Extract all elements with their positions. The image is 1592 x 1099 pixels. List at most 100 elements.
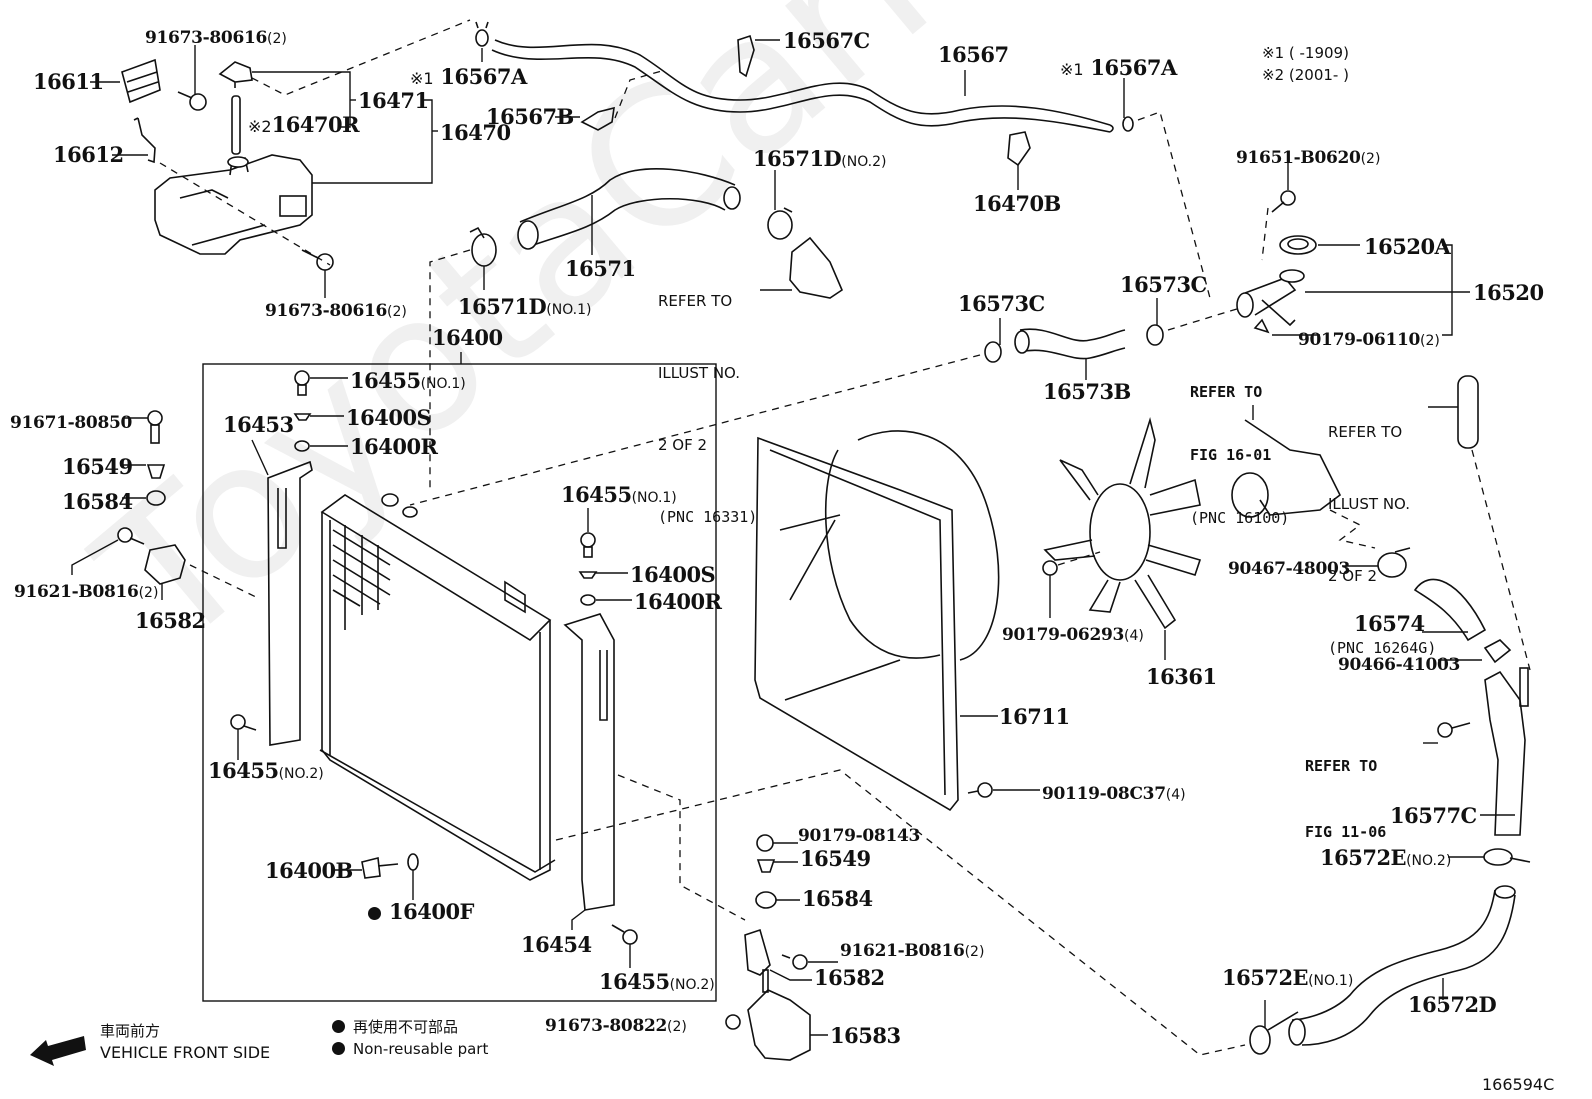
label-91651-B0620[interactable]: 91651-B0620(2) xyxy=(1236,148,1381,168)
bolt-16455-no1-mid xyxy=(580,532,596,558)
non-reusable-dot-icon xyxy=(332,1020,345,1033)
label-16454[interactable]: 16454 xyxy=(521,932,592,957)
clamp-16571D-no2 xyxy=(767,207,793,240)
nut-90179-08143 xyxy=(756,834,774,852)
label-16573C-left[interactable]: 16573C xyxy=(958,291,1045,316)
label-16567A-right[interactable]: ※1 16567A xyxy=(1060,55,1177,80)
label-90467-48003[interactable]: 90467-48003 xyxy=(1228,559,1351,579)
label-16611[interactable]: 16611 xyxy=(33,69,104,94)
bolt-16455-no2-left xyxy=(230,714,257,731)
fan-16361-drawing xyxy=(1043,417,1202,630)
o-ring-16400F xyxy=(407,853,419,871)
label-16567B[interactable]: 16567B xyxy=(486,104,574,129)
label-16400S-top[interactable]: 16400S xyxy=(346,405,432,430)
label-16549-right[interactable]: 16549 xyxy=(800,846,871,871)
collar-16549-left xyxy=(146,464,166,479)
bolt-fig1106 xyxy=(1437,722,1471,738)
pipe-16470R-drawing xyxy=(231,95,241,155)
cap-16471-drawing xyxy=(218,61,253,88)
radiator-assembly-frame xyxy=(202,363,717,1002)
clip-16567B xyxy=(580,106,615,131)
label-90466-41003[interactable]: 90466-41003 xyxy=(1338,655,1461,675)
label-16549-left[interactable]: 16549 xyxy=(62,454,133,479)
label-16400R-top[interactable]: 16400R xyxy=(350,434,438,459)
label-16471[interactable]: 16471 xyxy=(358,88,429,113)
label-91673-80616-bottom[interactable]: 91673-80616(2) xyxy=(265,301,407,321)
label-16573B[interactable]: 16573B xyxy=(1043,379,1131,404)
thermostat-housing-ref xyxy=(789,236,843,299)
label-90179-08143[interactable]: 90179-08143 xyxy=(798,826,921,846)
ref-thermostat-illust[interactable]: REFER TO ILLUST NO. 2 OF 2 (PNC 16331) xyxy=(658,292,758,526)
mount-16583-drawing xyxy=(747,969,811,1061)
clamp-16573C-left xyxy=(984,341,1002,363)
label-16574[interactable]: 16574 xyxy=(1354,611,1425,636)
hose-16573B-drawing xyxy=(1014,328,1126,360)
label-16520A[interactable]: 16520A xyxy=(1364,234,1451,259)
label-16567A-left[interactable]: ※1 16567A xyxy=(410,64,527,89)
gasket-16520A xyxy=(1279,235,1317,255)
label-16612[interactable]: 16612 xyxy=(53,142,124,167)
clamp-16572E-no2 xyxy=(1483,848,1531,866)
label-16584-left[interactable]: 16584 xyxy=(62,489,133,514)
hose-16572D-drawing xyxy=(1288,885,1516,1046)
label-91621-B0816-left[interactable]: 91621-B0816(2) xyxy=(14,582,159,602)
label-16400S-mid[interactable]: 16400S xyxy=(630,562,716,587)
label-16572E-no2[interactable]: 16572E(NO.2) xyxy=(1320,845,1452,870)
label-91671-80850[interactable]: 91671-80850 xyxy=(10,413,133,433)
label-16571[interactable]: 16571 xyxy=(565,256,636,281)
label-16582-left[interactable]: 16582 xyxy=(135,608,206,633)
bracket-16612-drawing xyxy=(133,117,156,164)
label-16582-right[interactable]: 16582 xyxy=(814,965,885,990)
hose-16571-drawing xyxy=(517,168,741,250)
label-91621-B0816-right[interactable]: 91621-B0816(2) xyxy=(840,941,985,961)
clip-90179-06110 xyxy=(1253,318,1270,334)
label-16584-right[interactable]: 16584 xyxy=(802,886,873,911)
bolt-91621-B0816-left xyxy=(117,527,145,545)
label-16400R-mid[interactable]: 16400R xyxy=(634,589,722,614)
label-16400B[interactable]: 16400B xyxy=(265,858,353,883)
label-16520[interactable]: 16520 xyxy=(1473,280,1544,305)
ref-illust-16264g[interactable]: REFER TO ILLUST NO. 2 OF 2 (PNC 16264G) xyxy=(1328,423,1437,657)
label-16572D[interactable]: 16572D xyxy=(1408,992,1497,1017)
label-16453[interactable]: 16453 xyxy=(223,412,294,437)
support-16453-drawing xyxy=(267,460,313,746)
label-16455-no1-mid[interactable]: 16455(NO.1) xyxy=(561,482,677,507)
label-16573C-right[interactable]: 16573C xyxy=(1120,272,1207,297)
collar-16549-right xyxy=(756,859,776,873)
label-16400[interactable]: 16400 xyxy=(432,325,503,350)
bracket-16611-drawing xyxy=(121,58,161,104)
figure-id: 166594C xyxy=(1482,1075,1555,1094)
label-91673-80822[interactable]: 91673-80822(2) xyxy=(545,1016,687,1036)
bolt-91621-B0816-right xyxy=(781,954,808,970)
label-90119-08C37[interactable]: 90119-08C37(4) xyxy=(1042,784,1186,804)
label-16577C[interactable]: 16577C xyxy=(1390,803,1477,828)
label-16567[interactable]: 16567 xyxy=(938,42,1009,67)
hose-16264G-ref xyxy=(1457,375,1479,449)
label-16455-no1-top[interactable]: 16455(NO.1) xyxy=(350,368,466,393)
label-16571D-no2[interactable]: 16571D(NO.2) xyxy=(753,146,887,171)
label-16571D-no1[interactable]: 16571D(NO.1) xyxy=(458,294,592,319)
label-91673-80616-top[interactable]: 91673-80616(2) xyxy=(145,28,287,48)
clamp-16571D-no1 xyxy=(469,226,497,267)
bolt-16455-no1-top xyxy=(294,370,310,396)
ref-fig-11-06[interactable]: REFER TO FIG 11-06 xyxy=(1305,757,1387,841)
label-90179-06110[interactable]: 90179-06110(2) xyxy=(1298,330,1440,350)
bolt-91673-80822 xyxy=(725,1014,741,1030)
label-16400F[interactable]: 16400F xyxy=(368,901,474,922)
label-16470[interactable]: 16470 xyxy=(440,120,511,145)
label-90179-06293[interactable]: 90179-06293(4) xyxy=(1002,625,1144,645)
label-16572E-no1[interactable]: 16572E(NO.1) xyxy=(1222,965,1354,990)
label-16361[interactable]: 16361 xyxy=(1146,664,1217,689)
ref-fig-16-01[interactable]: REFER TO FIG 16-01 (PNC 16100) xyxy=(1190,383,1290,527)
pipe-16577C-drawing xyxy=(1484,667,1529,836)
label-16470B[interactable]: 16470B xyxy=(973,191,1061,216)
label-16711[interactable]: 16711 xyxy=(999,704,1070,729)
label-16470R[interactable]: ※216470R xyxy=(248,112,360,137)
label-16567C[interactable]: 16567C xyxy=(783,28,870,53)
clip-16567A-left xyxy=(475,21,489,47)
label-16583[interactable]: 16583 xyxy=(830,1023,901,1048)
water-outlet-16520-drawing xyxy=(1236,269,1305,327)
label-16455-no2-right[interactable]: 16455(NO.2) xyxy=(599,969,715,994)
label-16455-no2-left[interactable]: 16455(NO.2) xyxy=(208,758,324,783)
